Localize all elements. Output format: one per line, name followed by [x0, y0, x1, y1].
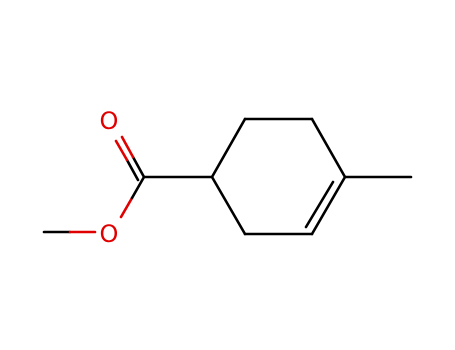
bond-ester-oxygen-oxygen-half [119, 196, 134, 219]
carbonyl-oxygen-label: O [100, 107, 119, 135]
bond-ring-c1-c2 [210, 117, 247, 179]
ester-oxygen-label: O [100, 220, 119, 248]
bond-ring-c4-c5 [310, 175, 347, 236]
bond-ester-oxygen-carbon-half [130, 175, 146, 200]
bond-carbonyl-double-2-oxygen-half [114, 139, 129, 162]
bond-ring-c6-c1 [210, 175, 247, 236]
bond-ring-c4-c5-inner [304, 180, 335, 229]
bond-ring-c3-c4 [310, 117, 347, 179]
bond-carbonyl-double-1-oxygen-half [120, 135, 135, 159]
bond-carbonyl-double-1-carbon-half [131, 155, 146, 179]
bond-carbonyl-double-2-carbon-half [125, 158, 140, 182]
